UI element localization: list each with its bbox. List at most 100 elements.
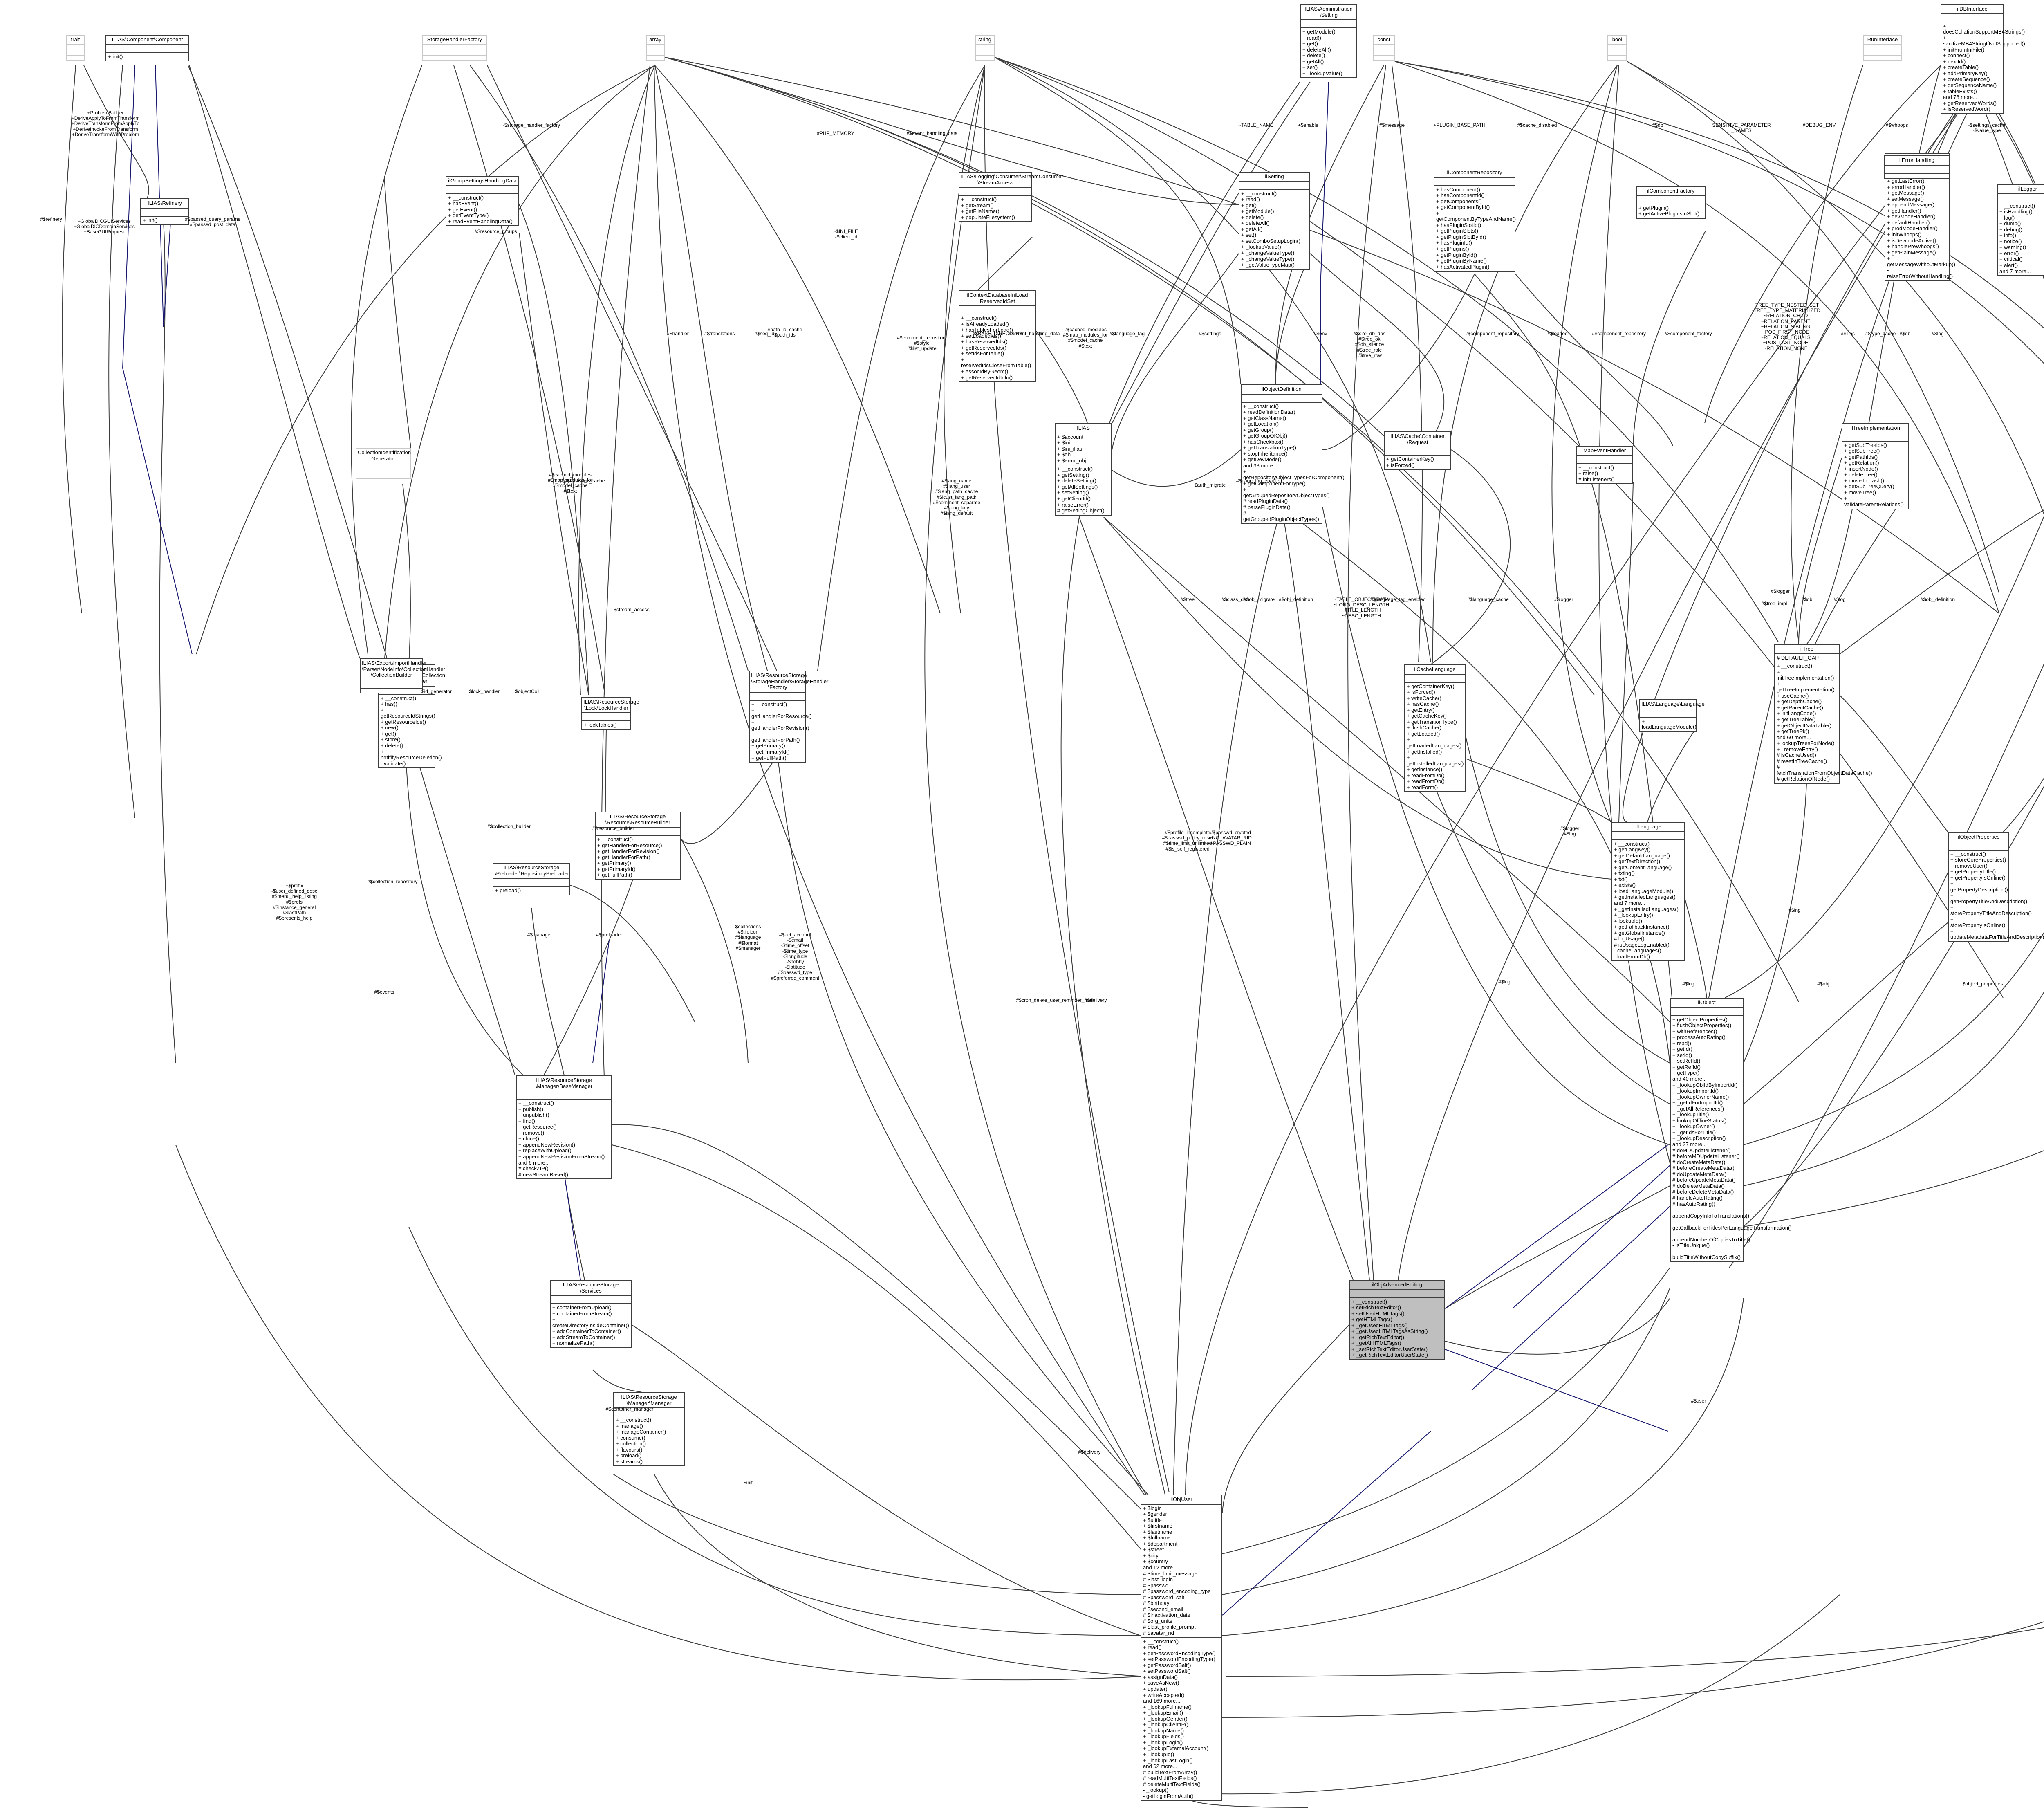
class-node-title: StorageHandlerFactory [423, 36, 486, 45]
class-node-attributes [1949, 842, 2008, 851]
edge-label: #$comment_repository #$style #$list_upda… [896, 335, 947, 352]
class-node[interactable]: ILIAS\ResourceStorage \Preloader\Reposit… [493, 863, 570, 895]
edge-label: #$user [1691, 1398, 1706, 1404]
class-node-attributes [1239, 182, 1309, 190]
class-node[interactable]: ILIAS\ResourceStorage \Lock\LockHandler+… [581, 697, 639, 730]
class-node[interactable]: CollectionIdentification Generator [356, 448, 411, 480]
edge-label: -$storage_handler_factory [502, 122, 560, 128]
class-node-attributes [1671, 1008, 1743, 1016]
edge-label: #$logger #$log [1560, 826, 1580, 837]
class-node-attributes [446, 186, 518, 194]
class-node-attributes [1434, 178, 1515, 186]
class-node-operations: + __construct() + raise() # initListener… [1578, 464, 1615, 482]
class-node-title: array [647, 36, 664, 45]
edge-label: #$delivery [1084, 997, 1107, 1003]
edge-label: #$passed_query_params #$passed_post_data [185, 216, 240, 228]
class-node-title: ILIAS\ResourceStorage \Resource\Resource… [596, 812, 680, 828]
class-node-operations: + lockTables() [584, 722, 617, 728]
class-node-operations: + __construct() + storeCoreProperties() … [1950, 851, 2044, 940]
class-node-title: ilComponentRepository [1434, 168, 1515, 178]
class-node-operations: + __construct() + publish() + unpublish(… [518, 1100, 605, 1178]
edge-label: $init [743, 1480, 753, 1486]
class-node[interactable]: ILIAS\ResourceStorage \Services+ contain… [550, 1280, 632, 1348]
edge-label: #$settings [1199, 331, 1221, 337]
edge-label: #$BASE_DIRECTORY [972, 331, 1023, 337]
class-node[interactable]: StorageHandlerFactory [422, 35, 487, 61]
class-node-operations: + getObjectProperties() + flushObjectPro… [1672, 1016, 1792, 1261]
edge-label: #$delivery [1078, 1449, 1101, 1455]
class-node[interactable]: ilObjAdvancedEditing+ __construct() + se… [1349, 1280, 1445, 1360]
class-node[interactable]: ilContextDatabaseIniLoad ReservedIdSet+ … [959, 290, 1036, 383]
edge-label: #$resource_groups [475, 229, 517, 234]
class-node[interactable]: ILIAS\ResourceStorage \StorageHandler\St… [749, 671, 828, 763]
class-node[interactable]: ilGroupSettingsHandlingData+ __construct… [446, 176, 519, 227]
class-node[interactable]: ilComponentFactory+ getPlugin() + getAct… [1636, 186, 1706, 219]
class-node[interactable]: ilObjUser+ $login + $gender + $utitle + … [1141, 1495, 1222, 1801]
edge-label: #$log [1682, 981, 1694, 987]
class-node[interactable]: trait [66, 35, 85, 61]
edge-label: SENSITIVE_PARAMETER _NAMES [1712, 122, 1771, 134]
class-node[interactable]: string [975, 35, 995, 61]
class-node[interactable]: ILIAS\Refinery+ init() [140, 198, 189, 225]
class-node-attributes [106, 45, 188, 53]
class-node-title: ilErrorHandling [1885, 156, 1949, 166]
class-node[interactable]: ilLogger+ __construct() + isHandling() +… [1997, 184, 2044, 276]
class-node[interactable]: RunInterface [1863, 35, 1902, 61]
class-node-title: ILIAS\Component\Component [106, 36, 188, 45]
class-node[interactable]: ilTreeImplementation+ getSubTreeIds() + … [1842, 423, 1909, 509]
class-node[interactable]: ilCacheLanguage+ getContainerKey() + isF… [1404, 664, 1466, 792]
edge-label: #$act_account -$email -$time_offset -$ti… [771, 932, 820, 981]
class-node[interactable]: ilErrorHandling [1884, 155, 1950, 179]
class-node[interactable]: ilLanguage+ __construct() + getLangKey()… [1611, 822, 1685, 962]
class-node[interactable]: bool [1607, 35, 1627, 61]
class-node-attributes [750, 693, 805, 701]
class-node-attributes [551, 1296, 631, 1304]
class-node[interactable]: ILIAS\ResourceStorage \Manager\Manager+ … [613, 1392, 685, 1467]
class-node-operations [647, 56, 664, 60]
class-node[interactable]: ILIAS\Administration \Setting+ getModule… [1300, 4, 1357, 79]
class-node[interactable]: MapEventHandler + __construct() + raise()… [1576, 446, 1633, 485]
class-node[interactable]: ILIAS\Language\Language+ loadLanguageMod… [1639, 699, 1705, 732]
class-node-operations: + getContainerKey() + isForced() [1386, 456, 1434, 468]
class-node-title: RunInterface [1864, 36, 1901, 45]
class-node-title: ILIAS\ResourceStorage \StorageHandler\St… [750, 671, 828, 693]
class-node[interactable]: ilObjectDefinition+ __construct() + read… [1241, 384, 1345, 524]
class-node[interactable]: ilSetting+ __construct() + read() + get(… [1239, 172, 1310, 270]
class-node-operations [423, 56, 486, 60]
class-node-operations: + __construct() + getHandlerForResource(… [597, 836, 662, 878]
class-node-title: ILIAS\Logging\Consumer\StreamConsumer \S… [959, 173, 1063, 188]
edge-label: #$passwd_crypted +NO_AVATAR_RID +PASSWD_… [1209, 830, 1252, 846]
class-node[interactable]: ILIAS\Cache\Container \Request+ getConta… [1384, 431, 1451, 470]
class-node-attributes [361, 680, 422, 689]
edge-label: #$preloader [596, 932, 623, 938]
class-node[interactable]: ilDBInterface+ doesCollationSupportMB4St… [1941, 4, 2025, 114]
class-node[interactable]: ilObjectProperties+ __construct() + stor… [1948, 832, 2044, 942]
edge-label: #$language_cache [1467, 597, 1509, 602]
edge-label: #$resource_builder [592, 826, 634, 831]
class-node-operations: + getPlugin() + getActivePluginsInSlot() [1638, 204, 1700, 217]
class-node[interactable]: ILIAS\ResourceStorage \Manager\BaseManag… [516, 1075, 612, 1180]
class-node[interactable]: ILIAS+ $account + $ini + $ini_ilias + $d… [1055, 423, 1112, 516]
edge-label: #$events [374, 989, 394, 995]
class-node-operations [976, 56, 994, 60]
class-node[interactable]: ilComponentRepository+ hasComponent() + … [1434, 168, 1516, 272]
edge-label: #$component_factory [1665, 331, 1712, 337]
edge-label: #DEBUG_ENV [1802, 122, 1836, 128]
class-node-title: ilCacheLanguage [1405, 665, 1465, 675]
class-node[interactable]: ILIAS\ResourceStorage \Resource\Resource… [595, 812, 681, 880]
class-node-attributes [582, 713, 630, 722]
class-node-attributes [596, 828, 680, 836]
class-node[interactable]: ILIAS\Component\Component+ init() [105, 35, 189, 62]
class-node[interactable]: ILIAS\Logging\Consumer\StreamConsumer \S… [959, 172, 1063, 222]
edge-label: #$cron_delete_user_reminder_mail [1016, 997, 1094, 1003]
class-node[interactable]: ilObject + getObjectProperties() + flushO… [1670, 998, 1792, 1262]
class-node-title: ilObject [1671, 999, 1743, 1008]
class-node[interactable]: ilTree# DEFAULT_GAP+ __construct() + ini… [1774, 644, 1872, 784]
class-node-title: MapEventHandler [1577, 447, 1632, 456]
class-node[interactable]: array [646, 35, 665, 61]
class-node[interactable]: ILIAS\Export\ImportHandler \Parser\NodeI… [360, 658, 427, 693]
class-node[interactable]: const [1373, 35, 1395, 61]
class-node-attributes [1301, 20, 1356, 29]
class-node-title: ilTreeImplementation [1842, 424, 1908, 433]
class-node-attributes [1385, 447, 1450, 456]
